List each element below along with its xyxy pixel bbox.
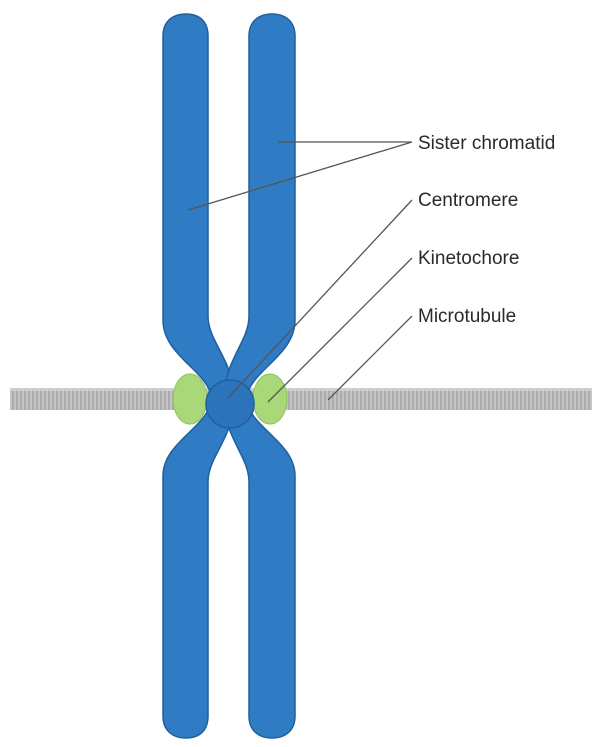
label-microtubule: Microtubule xyxy=(418,306,516,327)
leader-sister-chromatid-left xyxy=(188,142,412,210)
kinetochore-left xyxy=(173,374,207,424)
centromere xyxy=(206,380,254,428)
microtubule xyxy=(10,388,592,410)
sister-chromatid-left xyxy=(163,14,234,738)
microtubule-fiber xyxy=(10,388,592,410)
microtubule-highlight xyxy=(10,388,592,391)
label-kinetochore: Kinetochore xyxy=(418,248,519,269)
kinetochore-right xyxy=(253,374,287,424)
label-sister-chromatid: Sister chromatid xyxy=(418,133,555,154)
sister-chromatid-right xyxy=(224,14,295,738)
label-centromere: Centromere xyxy=(418,190,518,211)
